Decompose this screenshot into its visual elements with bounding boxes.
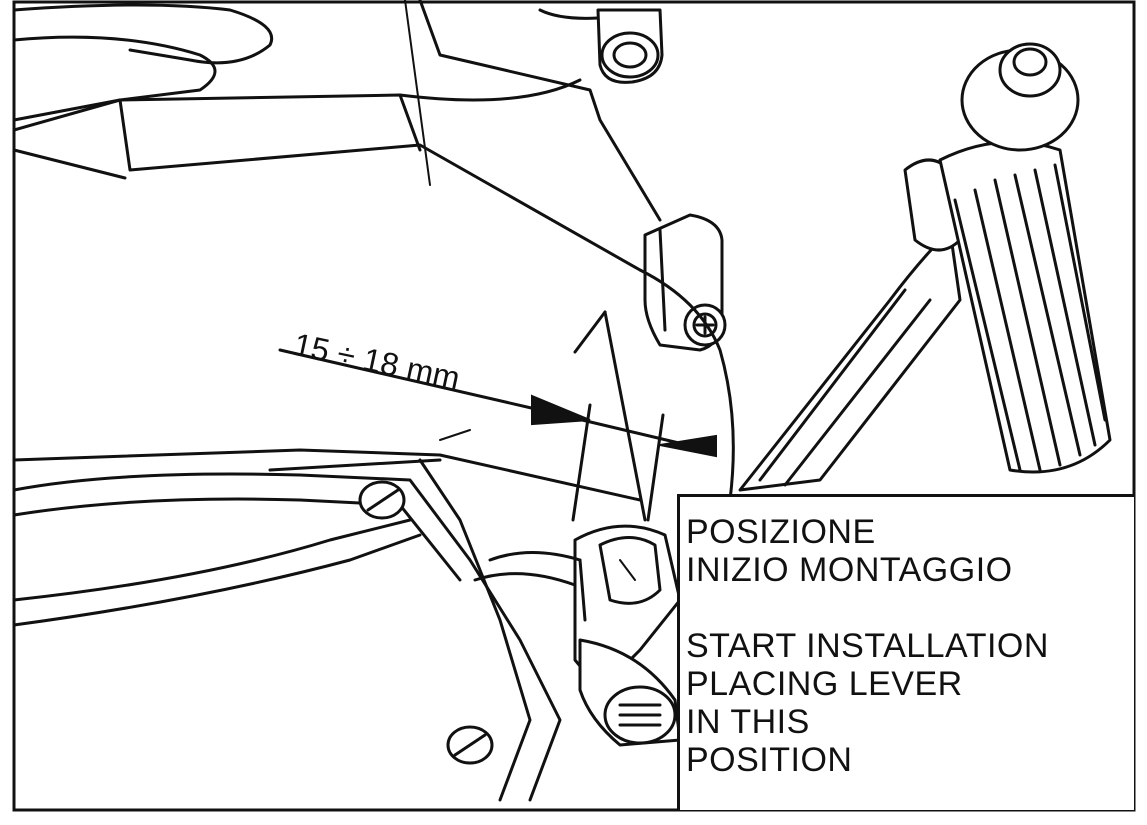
lever-clamp xyxy=(473,524,682,747)
mounting-boss xyxy=(538,8,664,84)
dimension-indicator xyxy=(278,310,717,581)
lower-cover xyxy=(12,458,562,802)
installation-note-box: POSIZIONE INIZIO MONTAGGIO START INSTALL… xyxy=(677,494,1134,810)
note-italian-line-2: INIZIO MONTAGGIO xyxy=(686,551,1013,589)
dimension-arrowhead-left xyxy=(531,394,591,426)
dimension-arrowhead-right xyxy=(659,434,717,458)
note-english-line-2: PLACING LEVER xyxy=(686,665,963,703)
note-english-line-4: POSITION xyxy=(686,741,853,779)
note-english-line-3: IN THIS xyxy=(686,703,810,741)
pivot-bracket xyxy=(643,213,727,352)
engine-casing-upper xyxy=(12,0,662,272)
housing-outline xyxy=(12,268,735,502)
note-english-line-1: START INSTALLATION xyxy=(686,627,1049,665)
note-italian-line-1: POSIZIONE xyxy=(686,513,876,551)
note-spacer xyxy=(686,589,1134,627)
foot-peg-rubber xyxy=(938,42,1112,474)
